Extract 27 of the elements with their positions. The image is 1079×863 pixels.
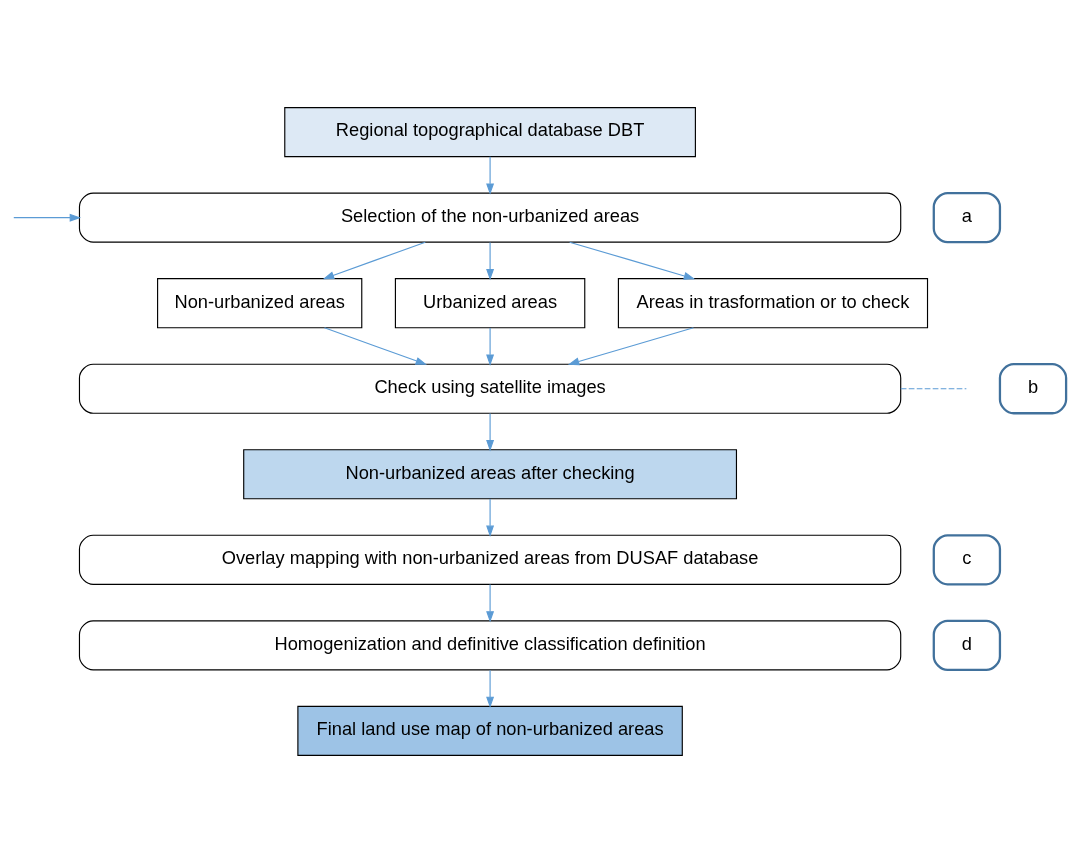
node-box: Regional topographical database DBT: [284, 107, 696, 158]
node-box: b: [998, 363, 1068, 415]
node-box: Non-urbanized areas after checking: [243, 449, 738, 500]
node-box: d: [932, 619, 1002, 672]
node-box: Urbanized areas: [394, 278, 586, 329]
arrow: [486, 156, 495, 195]
node-box: Selection of the non-urbanized areas: [78, 192, 902, 243]
node-box: Check using satellite images: [78, 363, 902, 414]
node-box: a: [932, 191, 1002, 244]
arrow: [486, 327, 495, 366]
arrow: [323, 327, 427, 365]
arrow: [486, 241, 495, 281]
arrow: [486, 669, 495, 709]
arrow: [13, 213, 82, 222]
arrow: [569, 241, 696, 280]
node-box: c: [932, 534, 1002, 586]
arrow: [567, 327, 694, 366]
node-box: Areas in trasformation or to check: [617, 278, 929, 329]
node-box: Homogenization and definitive classification definition: [78, 620, 902, 671]
arrow: [322, 241, 426, 280]
arrow: [486, 412, 495, 452]
connector: [900, 388, 967, 390]
node-box: Non-urbanized areas: [157, 278, 363, 329]
node-box: Overlay mapping with non-urbanized areas from DUSAF database: [78, 534, 902, 585]
node-box: Final land use map of non-urbanized areas: [297, 705, 683, 756]
arrow: [486, 498, 495, 537]
arrow: [486, 584, 495, 623]
